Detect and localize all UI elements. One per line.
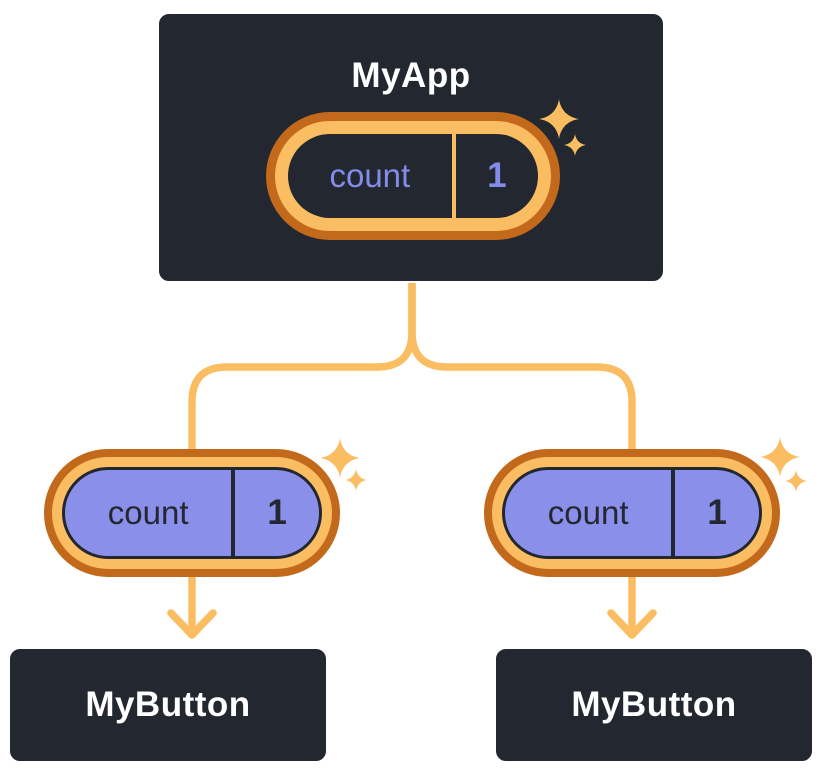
sparkle-icon [320,438,360,478]
node-title: MyApp [351,56,471,95]
component-node-mybutton-right: MyButton [494,647,814,763]
prop-pill-right: count 1 [484,449,780,577]
pill-divider [451,134,456,218]
arrow-down-icon [607,609,657,639]
prop-value: 1 [707,493,727,532]
prop-name: count [547,494,629,531]
pill-divider [671,470,676,556]
sparkle-icon [564,134,586,156]
state-pill-myapp: count 1 [266,112,560,240]
component-node-mybutton-left: MyButton [8,647,328,763]
state-pill-core: count 1 [288,134,538,218]
arrow-down-icon [167,609,217,639]
prop-name: count [107,494,189,531]
prop-value: 1 [267,493,287,532]
prop-pill-core: count 1 [62,467,322,559]
sparkle-icon [345,469,367,491]
sparkle-icon [760,437,800,477]
pill-divider [231,470,236,556]
node-title: MyButton [85,685,251,724]
state-name: count [329,157,411,194]
sparkle-icon [539,99,579,139]
node-title: MyButton [571,685,737,724]
connector-right [408,280,636,639]
prop-pill-core: count 1 [502,467,762,559]
prop-pill-left: count 1 [44,449,340,577]
state-value: 1 [487,156,507,195]
sparkle-icon [785,470,807,492]
